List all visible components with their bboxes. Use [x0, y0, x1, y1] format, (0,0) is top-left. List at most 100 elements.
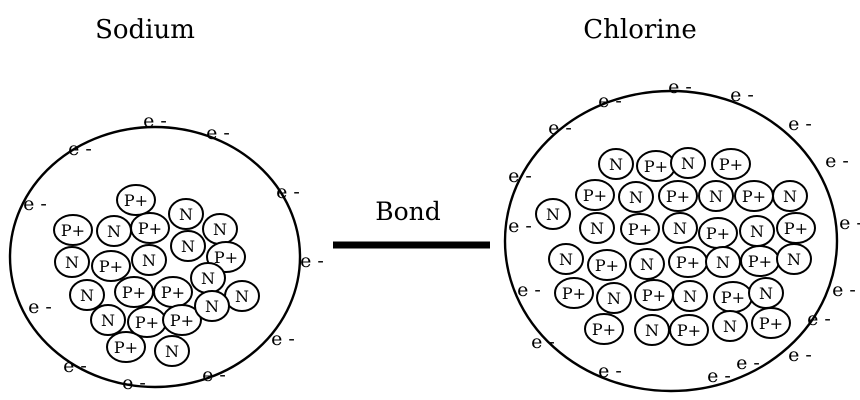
proton: P+ [776, 212, 816, 244]
electron-label: e - [839, 212, 860, 234]
neutron: N [662, 212, 698, 244]
neutron-label: N [101, 311, 115, 330]
electron-label: e - [825, 150, 849, 172]
proton: P+ [53, 214, 93, 246]
proton-label: P+ [784, 219, 808, 238]
neutron-circle [662, 212, 698, 244]
electron-label: e - [271, 328, 295, 350]
proton: P+ [713, 281, 753, 313]
electron-label: e - [122, 372, 146, 394]
neutron-label: N [681, 154, 695, 173]
neutron-circle [168, 198, 204, 230]
neutron-label: N [201, 269, 215, 288]
neutron: N [705, 246, 741, 278]
neutron-label: N [640, 255, 654, 274]
neutron-label: N [165, 342, 179, 361]
proton: P+ [658, 180, 698, 212]
electron-label: e - [668, 76, 692, 98]
proton-label: P+ [719, 155, 743, 174]
neutron: N [579, 212, 615, 244]
neutron: N [202, 213, 238, 245]
proton: P+ [91, 250, 131, 282]
proton: P+ [130, 212, 170, 244]
proton-circle [587, 249, 627, 281]
neutron-circle [154, 335, 190, 367]
proton-circle [130, 212, 170, 244]
proton-label: P+ [170, 311, 194, 330]
neutron: N [739, 215, 775, 247]
neutron: N [670, 147, 706, 179]
electron-label: e - [206, 122, 230, 144]
proton-circle [53, 214, 93, 246]
proton: P+ [634, 279, 674, 311]
neutron-circle [776, 243, 812, 275]
neutron: N [54, 246, 90, 278]
proton-circle [106, 331, 146, 363]
neutron-label: N [645, 321, 659, 340]
proton: P+ [153, 276, 193, 308]
proton: P+ [162, 304, 202, 336]
electron-label: e - [548, 117, 572, 139]
electron-label: e - [508, 165, 532, 187]
electron-label: e - [508, 215, 532, 237]
chlorine-electron-shell: e -e -e -e -e -e -e -e -e -e -e -e -e -e… [508, 76, 860, 387]
proton-label: P+ [642, 286, 666, 305]
neutron-circle [712, 310, 748, 342]
sodium-title: Sodium [95, 15, 195, 45]
electron-label: e - [300, 250, 324, 272]
neutron-circle [672, 280, 708, 312]
proton: P+ [106, 331, 146, 363]
electron-label: e - [28, 296, 52, 318]
neutron: N [154, 335, 190, 367]
neutron-label: N [205, 297, 219, 316]
proton: P+ [751, 307, 791, 339]
neutron-label: N [213, 220, 227, 239]
proton-circle [575, 179, 615, 211]
proton-label: P+ [99, 257, 123, 276]
neutron-circle [705, 246, 741, 278]
proton: P+ [698, 217, 738, 249]
proton-label: P+ [562, 284, 586, 303]
neutron-label: N [65, 253, 79, 272]
electron-label: e - [68, 138, 92, 160]
electron-label: e - [832, 279, 856, 301]
proton: P+ [711, 148, 751, 180]
neutron-label: N [629, 188, 643, 207]
neutron-label: N [607, 289, 621, 308]
proton-circle [776, 212, 816, 244]
neutron-label: N [683, 287, 697, 306]
neutron: N [629, 248, 665, 280]
proton-circle [584, 313, 624, 345]
neutron: N [548, 243, 584, 275]
proton-label: P+ [114, 338, 138, 357]
neutron: N [618, 181, 654, 213]
neutron-circle [535, 198, 571, 230]
neutron-circle [698, 180, 734, 212]
proton: P+ [587, 249, 627, 281]
electron-label: e - [788, 113, 812, 135]
proton: P+ [114, 276, 154, 308]
proton-label: P+ [61, 221, 85, 240]
electron-label: e - [807, 308, 831, 330]
neutron-label: N [559, 250, 573, 269]
proton-label: P+ [592, 320, 616, 339]
neutron-label: N [759, 284, 773, 303]
electron-label: e - [788, 344, 812, 366]
neutron-circle [772, 180, 808, 212]
neutron: N [772, 180, 808, 212]
proton-label: P+ [122, 283, 146, 302]
proton: P+ [669, 314, 709, 346]
neutron-circle [54, 246, 90, 278]
electron-label: e - [202, 364, 226, 386]
neutron-label: N [787, 250, 801, 269]
proton-circle [658, 180, 698, 212]
neutron-circle [194, 290, 230, 322]
neutron-circle [596, 282, 632, 314]
proton-circle [669, 314, 709, 346]
proton-label: P+ [721, 288, 745, 307]
electron-label: e - [707, 365, 731, 387]
chlorine-title: Chlorine [583, 15, 696, 45]
